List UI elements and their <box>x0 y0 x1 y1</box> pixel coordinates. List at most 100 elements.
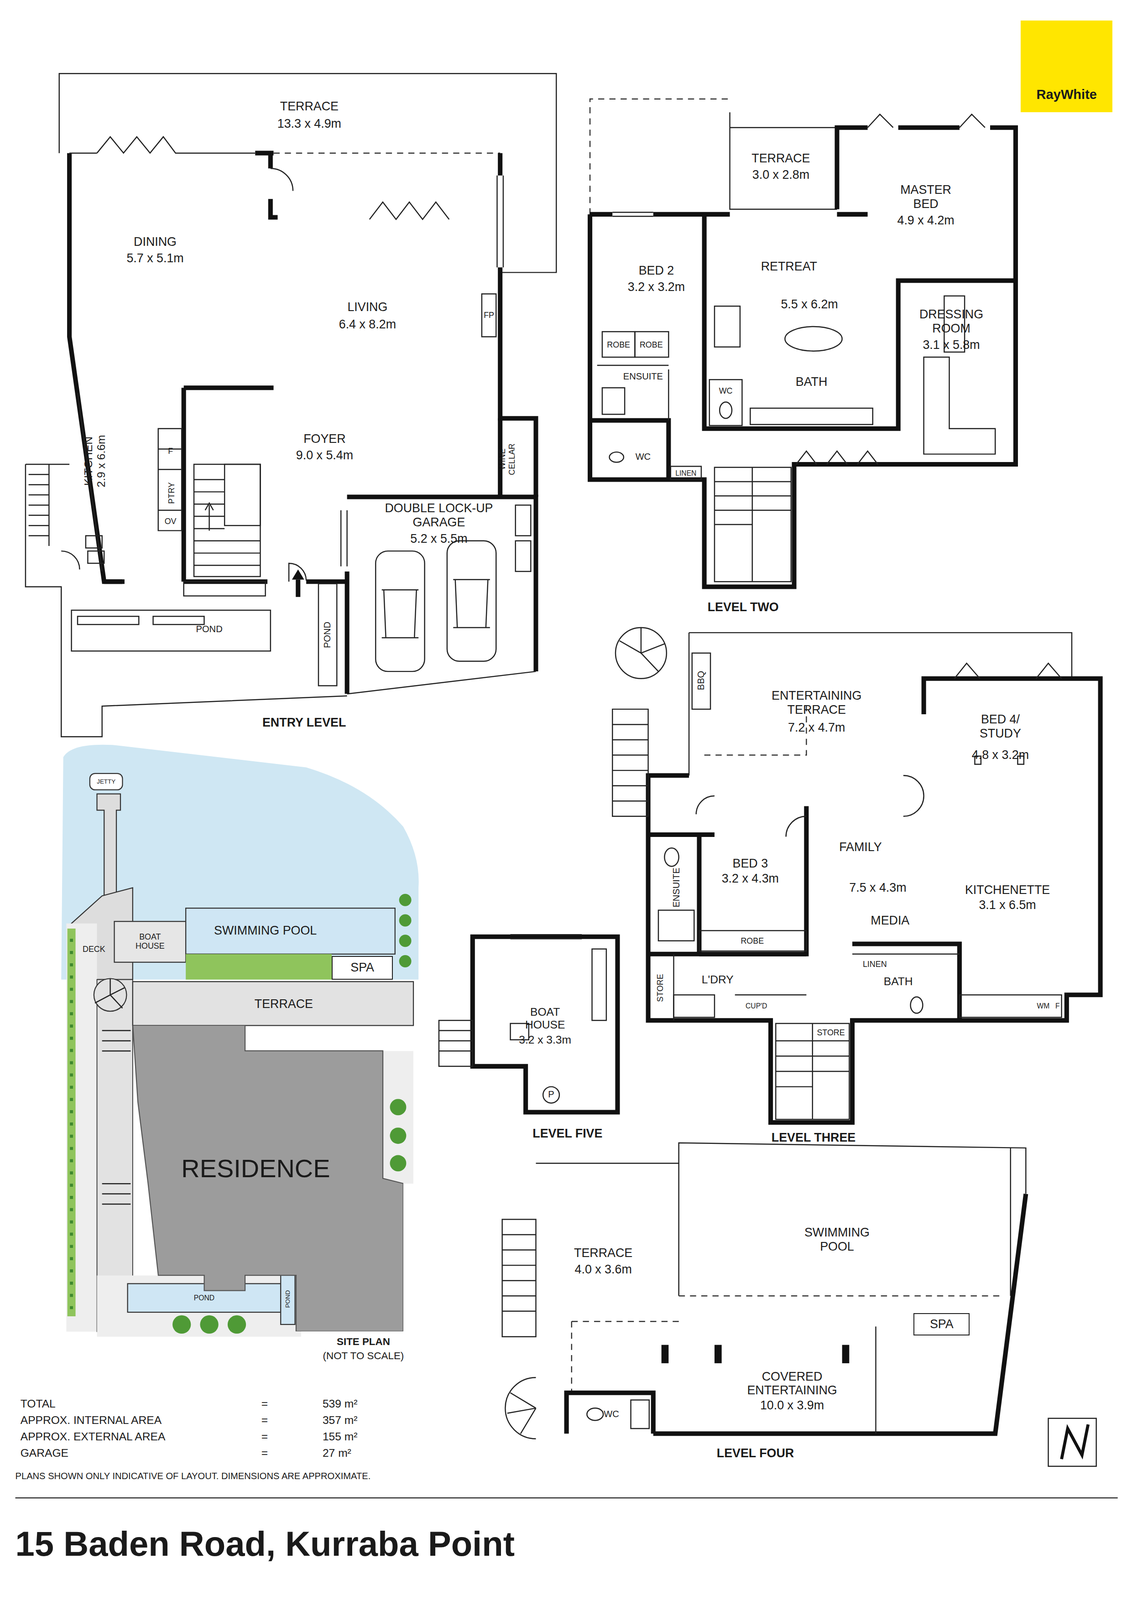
plan-label: MASTER BED <box>890 182 962 212</box>
plan-rect <box>153 616 205 625</box>
plan-rect <box>375 551 425 672</box>
plan-label: = <box>261 1447 268 1461</box>
plan-path <box>59 73 557 273</box>
plan-circle <box>199 1315 219 1335</box>
plan-label: WINE CELLAR <box>497 440 517 478</box>
plan-ellipse <box>910 997 924 1014</box>
plan-path <box>696 796 715 815</box>
plan-rect <box>515 541 532 572</box>
plan-path <box>678 1148 1011 1297</box>
plan-path <box>69 938 74 1317</box>
plan-label: 357 m² <box>322 1414 358 1428</box>
plan-label: DOUBLE LOCK-UP GARAGE <box>379 501 499 530</box>
plan-polygon <box>132 1025 404 1332</box>
plan-path <box>704 214 1016 429</box>
plan-path <box>1061 1424 1089 1460</box>
plan-label: WC <box>719 386 733 397</box>
plan-path <box>472 937 618 1113</box>
plan-label: BED 3 <box>732 856 769 871</box>
plan-ellipse <box>586 1408 604 1421</box>
plan-path <box>688 632 690 776</box>
plan-label: STORE <box>816 1028 845 1039</box>
plan-path <box>158 428 182 532</box>
plan-polyline <box>97 136 256 154</box>
plan-polyline <box>369 202 449 220</box>
plan-path <box>612 709 648 817</box>
plan-circle <box>172 1315 191 1335</box>
plan-label: = <box>261 1398 268 1411</box>
plan-path <box>69 153 123 583</box>
plan-label: 539 m² <box>322 1398 358 1411</box>
plan-label: GARAGE <box>20 1447 69 1461</box>
plan-label: 5.2 x 5.5m <box>410 532 468 547</box>
plan-label: TERRACE <box>573 1246 633 1261</box>
plan-label: SITE PLAN <box>336 1336 391 1349</box>
plan-rect <box>447 541 496 662</box>
plan-path <box>648 806 807 955</box>
plan-path <box>381 589 419 638</box>
plan-label: ENSUITE <box>623 371 663 382</box>
plan-label: 3.0 x 2.8m <box>752 167 810 182</box>
residence-footprint: RESIDENCE <box>132 1025 404 1332</box>
plan-circle <box>227 1315 246 1335</box>
plan-path <box>193 479 261 566</box>
plan-rect <box>635 331 669 358</box>
plan-label: KITCHEN 2.9 x 6.6m <box>82 429 109 494</box>
plan-label: ENSUITE <box>671 868 683 908</box>
plan-label: LINEN <box>862 959 887 970</box>
plan-label: DINING <box>133 234 177 250</box>
plan-label: 3.1 x 6.5m <box>978 898 1036 913</box>
plan-ellipse <box>609 452 624 463</box>
plan-label: LEVEL TWO <box>707 600 779 615</box>
plan-circle <box>542 1087 560 1104</box>
plan-rect <box>750 408 873 425</box>
plan-rect <box>97 1276 302 1338</box>
plan-rect <box>602 331 636 358</box>
plan-rect <box>318 584 337 687</box>
plan-path <box>288 563 307 582</box>
plan-label: TERRACE <box>280 99 339 114</box>
plan-label: FP <box>483 310 495 321</box>
plan-rect <box>692 653 711 710</box>
plan-rect <box>714 306 741 347</box>
plan-label: L'DRY <box>701 973 734 987</box>
plan-label: POND <box>193 1294 215 1303</box>
plan-path <box>438 1031 473 1052</box>
plan-path <box>875 1326 877 1435</box>
plan-path <box>340 510 347 567</box>
plan-rect <box>185 908 396 955</box>
plan-label: TOTAL <box>20 1398 56 1411</box>
plan-rect <box>631 1400 650 1430</box>
plan-path <box>619 627 665 672</box>
plan-label: LEVEL THREE <box>771 1131 856 1146</box>
plan-rect <box>959 995 1062 1018</box>
plan-path <box>255 153 278 218</box>
plan-label: APPROX. EXTERNAL AREA <box>20 1430 166 1444</box>
plan-label: 5.5 x 6.2m <box>780 297 838 312</box>
plan-path <box>612 212 653 217</box>
plan-path <box>183 387 274 582</box>
plan-label: 3.2 x 4.3m <box>721 871 779 887</box>
plan-path <box>714 467 792 583</box>
plan-label: KITCHENETTE <box>965 882 1050 898</box>
plan-label: MEDIA <box>870 913 910 928</box>
plan-rect <box>699 930 807 952</box>
plan-path <box>94 979 125 1009</box>
plan-label: STORE <box>655 974 666 1002</box>
plan-ellipse <box>664 848 679 867</box>
plan-path <box>61 551 80 570</box>
plan-rect <box>602 387 625 415</box>
plan-label: ENTRY LEVEL <box>262 715 346 730</box>
plan-path <box>502 1235 537 1312</box>
plan-rect <box>77 616 139 625</box>
plan-path <box>796 451 878 465</box>
plan-label: 9.0 x 5.4m <box>296 448 354 463</box>
plan-path <box>295 579 301 598</box>
plan-path <box>347 671 537 694</box>
plan-rect <box>775 1023 850 1120</box>
plan-path <box>61 745 419 981</box>
plan-path <box>347 497 537 673</box>
spa-box: SPA <box>331 956 393 980</box>
plan-path <box>536 1143 1027 1195</box>
node-label: SPA <box>350 960 375 976</box>
